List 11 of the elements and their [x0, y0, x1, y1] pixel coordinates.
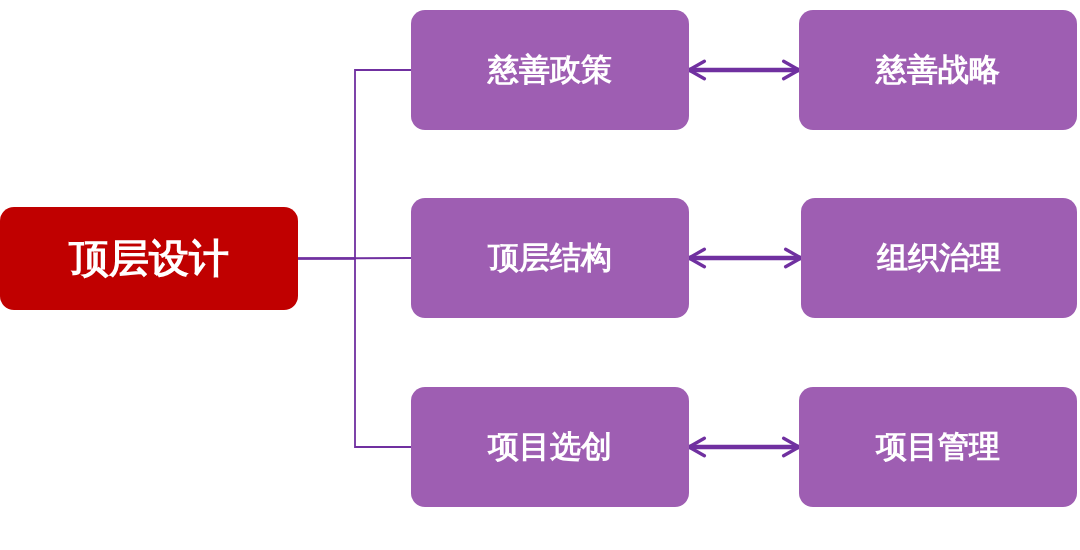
process-box: 慈善战略 — [799, 10, 1077, 130]
process-box: 组织治理 — [801, 198, 1077, 318]
double-arrow — [687, 436, 801, 458]
process-box: 慈善政策 — [411, 10, 689, 130]
process-box: 顶层结构 — [411, 198, 689, 318]
double-arrow — [687, 59, 801, 81]
process-box: 项目选创 — [411, 387, 689, 507]
connector-line — [297, 257, 412, 448]
process-box: 项目管理 — [799, 387, 1077, 507]
double-arrow — [687, 247, 803, 269]
process-box: 顶层设计 — [0, 207, 298, 310]
